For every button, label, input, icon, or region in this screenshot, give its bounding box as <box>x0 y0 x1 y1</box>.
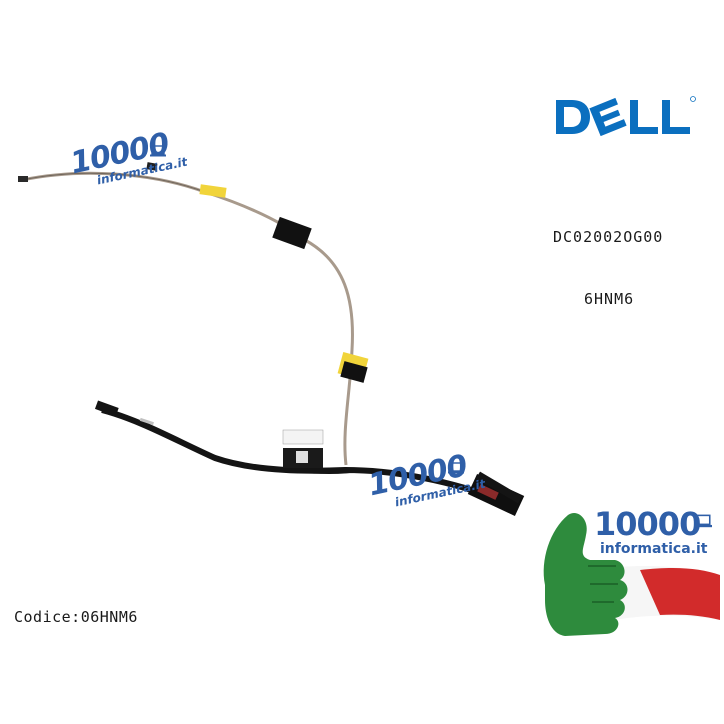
black-cable-end-connector <box>94 400 119 417</box>
tape-black-3 <box>340 361 368 383</box>
qr-code <box>296 451 308 463</box>
tape-yellow-1 <box>199 184 227 198</box>
italy-thumb-seal-graphic <box>543 512 720 636</box>
laptop-icon <box>150 145 166 157</box>
seal-subtitle: informatica.it <box>600 541 708 557</box>
tape-black-1 <box>146 162 158 171</box>
codice-label: Codice:06HNM6 <box>14 608 138 626</box>
black-cable <box>101 407 512 513</box>
dell-code: 6HNM6 <box>584 290 635 308</box>
grey-cable <box>21 171 354 466</box>
laptop-icon <box>448 462 464 474</box>
seal-text: 10000 informatica.it <box>594 508 707 556</box>
thumb-hand <box>543 512 628 636</box>
seal-number: 10000 <box>594 505 701 543</box>
tape-black-2 <box>272 216 312 250</box>
grey-cable-end-connector <box>18 176 28 182</box>
dell-logo <box>556 96 696 137</box>
part-number: DC02002OG00 <box>553 228 664 246</box>
registered-icon <box>690 96 696 102</box>
label-sticker <box>282 429 324 445</box>
laptop-icon <box>694 514 712 528</box>
